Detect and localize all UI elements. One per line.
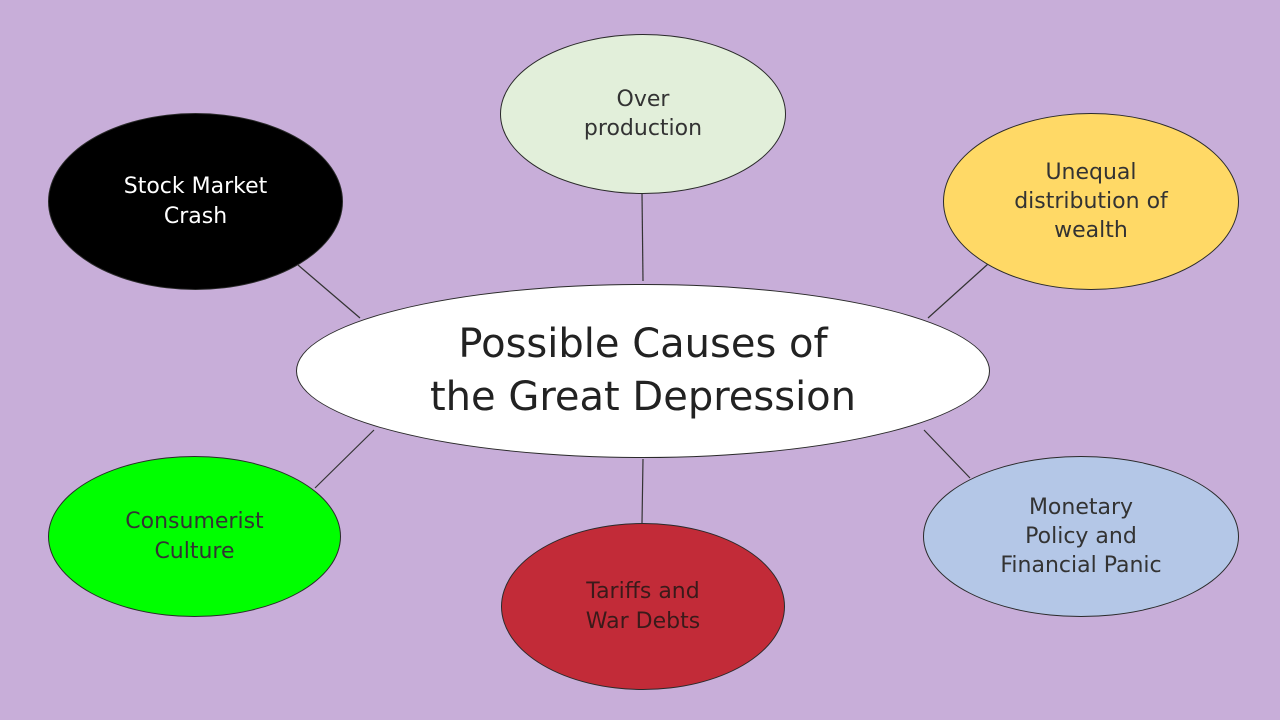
node-monetary-policy: Monetary Policy and Financial Panic — [923, 456, 1239, 617]
node-over-production: Over production — [500, 34, 786, 194]
node-tariffs-war-debts-label: Tariffs and War Debts — [585, 579, 701, 634]
node-consumerist-culture: Consumerist Culture — [48, 456, 341, 617]
node-stock-market-crash-label: Stock Market Crash — [123, 174, 268, 229]
node-stock-market-crash: Stock Market Crash — [48, 113, 343, 290]
node-over-production-label: Over production — [583, 86, 703, 141]
center-topic: Possible Causes of the Great Depression — [296, 284, 990, 458]
connector-over-production — [641, 192, 644, 282]
connector-unequal-distribution — [927, 263, 989, 319]
connector-tariffs — [641, 458, 644, 524]
node-monetary-policy-label: Monetary Policy and Financial Panic — [1000, 494, 1162, 579]
node-unequal-distribution: Unequal distribution of wealth — [943, 113, 1239, 290]
node-consumerist-culture-label: Consumerist Culture — [125, 509, 264, 564]
center-topic-title: Possible Causes of the Great Depression — [429, 320, 857, 420]
node-unequal-distribution-label: Unequal distribution of wealth — [1014, 159, 1168, 244]
connector-consumerist — [314, 429, 375, 489]
node-tariffs-war-debts: Tariffs and War Debts — [501, 523, 785, 690]
connector-stock-market — [297, 264, 361, 319]
connector-monetary — [923, 429, 971, 479]
